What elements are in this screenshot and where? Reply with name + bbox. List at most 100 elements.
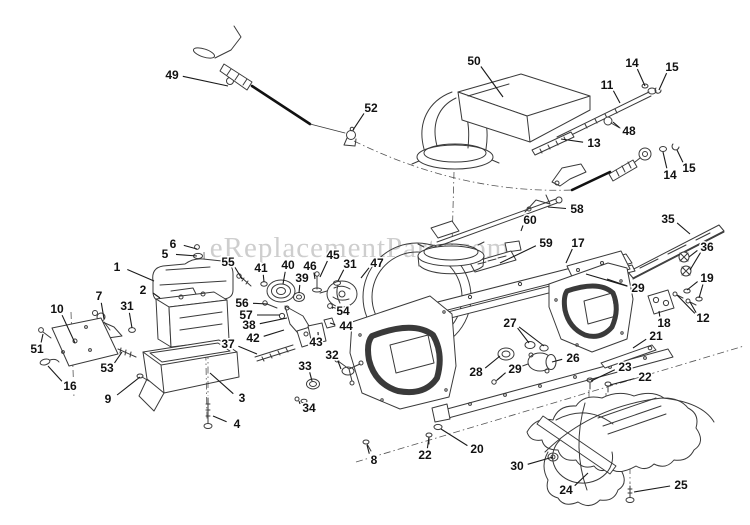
leader-line-16: [47, 365, 63, 382]
callout-label-43: 43: [309, 335, 323, 349]
leader-line-11: [612, 90, 621, 104]
leader-line-27: [518, 326, 545, 347]
part-chute-crank-cable: [192, 25, 346, 134]
leader-line-12: [676, 294, 696, 314]
leader-line-47: [360, 267, 370, 279]
callout-label-31: 31: [343, 257, 357, 271]
callout-label-57: 57: [239, 308, 253, 322]
callout-label-48: 48: [622, 124, 636, 138]
callout-label-50: 50: [467, 54, 481, 68]
leader-line-3: [209, 372, 234, 395]
leader-line-5: [175, 253, 198, 257]
callout-label-25: 25: [674, 478, 688, 492]
leader-line-21: [632, 338, 647, 349]
callout-label-1: 1: [114, 260, 121, 274]
callout-label-26: 26: [566, 351, 580, 365]
part-tray-bolt: [136, 373, 213, 429]
part-drive-pulley: [266, 279, 305, 303]
callout-label-35: 35: [661, 212, 675, 226]
leader-line-36: [688, 249, 698, 258]
callout-label-24: 24: [559, 483, 573, 497]
callout-label-13: 13: [587, 136, 601, 150]
callout-label-53: 53: [100, 361, 114, 375]
leader-line-34: [298, 400, 301, 405]
leader-line-51: [40, 333, 44, 343]
leader-line-42: [263, 329, 285, 337]
leader-line-4: [212, 415, 227, 423]
leader-line-15: [658, 72, 668, 91]
callout-label-33: 33: [298, 359, 312, 373]
callout-label-29: 29: [631, 281, 645, 295]
leader-line-8: [366, 444, 370, 454]
callout-label-28: 28: [469, 365, 483, 379]
callout-label-45: 45: [326, 248, 340, 262]
callout-label-49: 49: [165, 68, 179, 82]
leader-line-54: [331, 306, 334, 309]
leader-line-26: [551, 358, 563, 363]
leader-line-22: [609, 378, 635, 386]
part-axle-bracket: [600, 288, 703, 369]
leader-line-22: [426, 436, 430, 449]
callout-label-8: 8: [371, 453, 378, 467]
callout-label-7: 7: [96, 289, 103, 303]
part-discharge-chute: [411, 73, 591, 170]
leader-line-17: [565, 248, 573, 264]
leader-line-35: [676, 222, 691, 235]
callout-label-14: 14: [663, 168, 677, 182]
callout-label-9: 9: [105, 392, 112, 406]
callout-label-31: 31: [120, 299, 134, 313]
callout-label-41: 41: [254, 261, 268, 275]
callout-label-36: 36: [700, 240, 714, 254]
leader-line-37: [238, 345, 258, 355]
leader-line-20: [440, 428, 468, 447]
part-chute-collar: [417, 241, 485, 275]
callout-label-21: 21: [649, 329, 663, 343]
leader-line-15: [676, 149, 684, 163]
callout-label-5: 5: [162, 247, 169, 261]
callout-label-16: 16: [63, 379, 77, 393]
callout-label-52: 52: [364, 101, 378, 115]
part-wing-knobs: [678, 251, 692, 277]
part-bearing-gearbox: [491, 341, 557, 385]
callout-label-47: 47: [370, 256, 384, 270]
part-cable-spring-end: [570, 143, 680, 192]
leader-line-60: [520, 225, 524, 232]
leader-line-32: [337, 360, 342, 370]
part-auger-assembly: [526, 392, 715, 506]
callout-label-18: 18: [657, 316, 671, 330]
leader-line-56: [252, 302, 269, 305]
leader-line-49: [182, 75, 229, 87]
leader-line-29: [606, 278, 628, 287]
leader-line-19: [686, 281, 698, 291]
part-shift-crank: [294, 357, 364, 404]
callout-label-12: 12: [696, 311, 710, 325]
leader-line-13: [560, 138, 584, 143]
leader-line-6: [183, 244, 198, 250]
callout-label-19: 19: [700, 271, 714, 285]
callout-label-27: 27: [503, 316, 517, 330]
part-cable-clamp: [343, 126, 357, 147]
part-bottom-rail: [431, 348, 674, 423]
part-bell-crank: [524, 163, 587, 213]
leader-line-41: [262, 274, 265, 283]
callout-label-54: 54: [336, 304, 350, 318]
callout-label-14: 14: [625, 56, 639, 70]
callout-label-55: 55: [221, 255, 235, 269]
leader-line-46: [313, 272, 316, 280]
part-right-side-plate: [548, 262, 634, 353]
callout-label-17: 17: [571, 236, 585, 250]
leader-line-59: [499, 245, 537, 264]
leader-line-30: [527, 456, 554, 465]
part-handle-rod: [430, 196, 563, 253]
callout-label-60: 60: [523, 213, 537, 227]
callout-label-44: 44: [339, 319, 353, 333]
callout-label-15: 15: [665, 60, 679, 74]
callout-label-10: 10: [50, 302, 64, 316]
leader-line-19: [698, 284, 704, 299]
callout-label-29: 29: [508, 362, 522, 376]
callout-label-51: 51: [30, 342, 44, 356]
callout-label-56: 56: [235, 296, 249, 310]
